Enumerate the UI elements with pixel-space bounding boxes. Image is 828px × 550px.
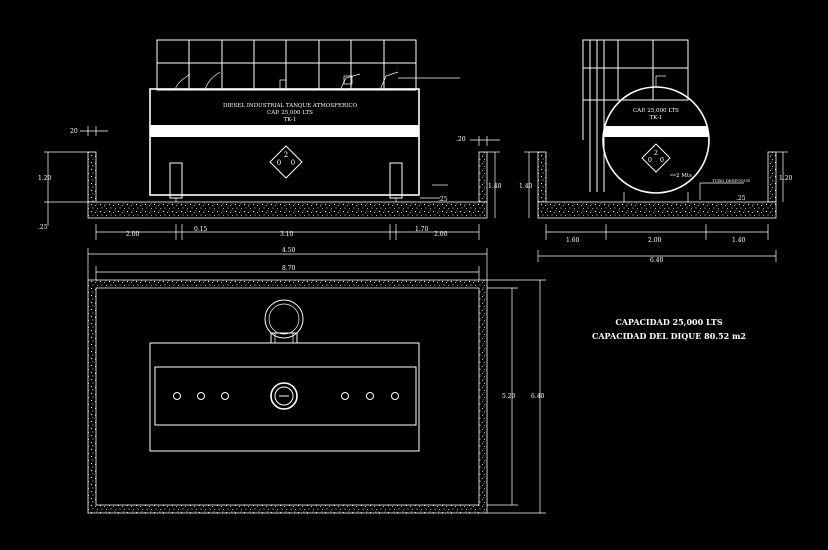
plan-dimensions [87,248,546,514]
dim-seg-left: 2.00 [126,231,140,238]
side-dimensions [524,151,788,262]
front-scaffold [156,39,417,91]
side-tank-label-line2: TK-1 [650,115,663,121]
front-dimensions [44,126,500,240]
plan-nozzles [173,392,399,400]
side-dim-height-left: 1.40 [519,183,533,190]
dim-gap-left: 20 [70,128,78,135]
side-hazard-right: 0 [660,156,664,164]
hazard-left: 0 [277,159,281,167]
dim-gap-right: .20 [456,136,466,143]
dim-height-left: 1.20 [38,175,52,182]
plan-dim-inner-height: 5.20 [502,393,516,400]
capacity-notes: CAPACIDAD 25,000 LTS CAPACIDAD DEL DIQUE… [592,317,746,341]
dim-seg-right: 2.00 [434,231,448,238]
side-scaffold [582,39,689,192]
plan-view: 4.50 8.70 5.20 6.40 [87,247,546,514]
plan-main-manway-icon [270,382,298,410]
nozzle-icon [173,392,181,400]
hazard-diamond: 2 0 0 [269,145,303,179]
plan-dim-outer-width: 4.50 [282,247,296,254]
side-hazard-left: 0 [648,156,652,164]
side-dim-total: 6.40 [650,257,664,264]
dim-support-right: 1.70 [415,226,429,233]
hazard-right: 0 [291,159,295,167]
side-dim-seg3: 1.40 [732,237,746,244]
side-wall-right [767,151,777,203]
tank-label-line3: TK-1 [284,117,297,123]
front-tank-body [149,88,420,196]
plan-dim-inner-width: 8.70 [282,265,296,272]
nozzle-icon [197,392,205,400]
dim-slab: .25 [438,196,448,203]
side-wall-left [537,151,547,203]
side-dim-slab: .25 [736,195,746,202]
dim-below-grade: .25 [38,224,48,231]
side-bracket-label: TUBO DESFOGUE [712,178,750,183]
front-tank-band [150,125,419,137]
dim-center: 3.10 [280,231,294,238]
side-elevation: CAP. 25,000 LTS TK-1 2 0 0 2 Mts TUBO DE… [519,39,793,264]
nozzle-icon [341,392,349,400]
hazard-top: 2 [284,151,288,159]
plan-manhole-icon [264,299,304,344]
plan-dim-outer-height: 6.40 [531,393,545,400]
nozzle-icon [221,392,229,400]
front-elevation: DIESEL INDUSTRIAL TANQUE ATMOSFERICO CAP… [38,39,502,240]
nozzle-icon [366,392,374,400]
side-dim-seg1: 1.60 [566,237,580,244]
side-hazard-diamond: 2 0 0 [641,143,671,173]
support-left [169,162,183,199]
note-capacity: CAPACIDAD 25,000 LTS [615,317,723,327]
side-tank-label-line1: CAP. 25,000 LTS [633,108,679,114]
front-wall-left [87,151,97,203]
front-slab [87,201,488,219]
side-pipe-label: 2 Mts [676,173,692,179]
side-hazard-top: 2 [654,149,658,157]
front-wall-right [478,151,488,203]
plan-tank-top [154,366,417,426]
support-right [389,162,403,199]
plan-dike-walls [87,279,488,514]
tank-label-line1: DIESEL INDUSTRIAL TANQUE ATMOSFERICO [223,103,358,109]
dim-height-right: 1.40 [488,183,502,190]
nozzle-icon [391,392,399,400]
side-slab [537,201,777,219]
side-tank-band [604,126,708,137]
tank-label-line2: CAP. 25,000 LTS [267,110,313,116]
front-piping [174,71,460,91]
dim-support: 0.15 [194,226,208,233]
side-dim-height-right: 1.20 [779,175,793,182]
side-dim-seg2: 2.00 [648,237,662,244]
plan-tank-outline [149,342,420,452]
note-dike-capacity: CAPACIDAD DEL DIQUE 80.52 m2 [592,331,746,341]
side-tank-body [602,86,710,194]
